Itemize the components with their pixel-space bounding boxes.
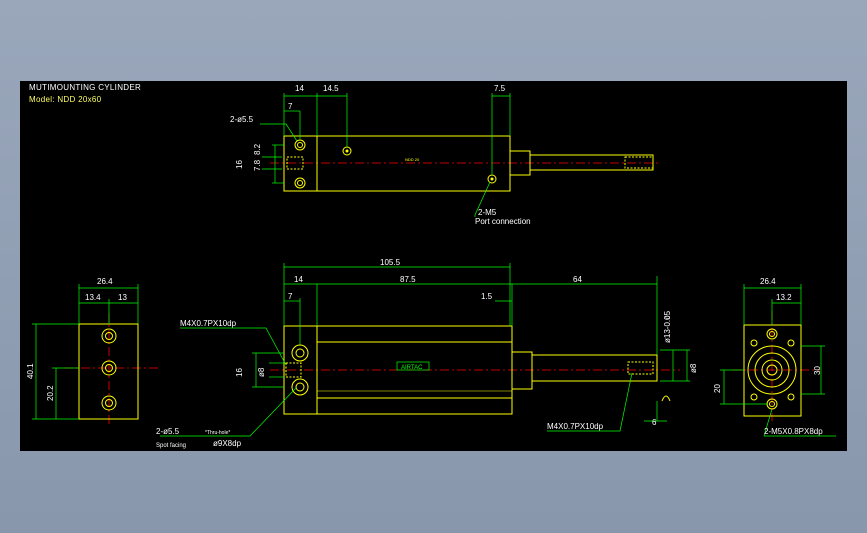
- port-hole-center: [490, 177, 494, 181]
- end-plate-outline: [743, 324, 802, 417]
- end-plate-outline: [78, 323, 139, 420]
- thread-callout: 2-M5X0.8PX8dp: [764, 427, 823, 436]
- drawing-model: Model: NDD 20x60: [29, 95, 102, 104]
- rod-thread: [624, 156, 654, 169]
- dim-7-5: 7.5: [494, 84, 506, 93]
- body-tag: NDD 20: [405, 157, 420, 162]
- dim-height: 30: [813, 366, 822, 375]
- thread-rear: M4X0.7PX10dp: [180, 319, 237, 328]
- dim-7-8: 7.8: [253, 159, 262, 171]
- dim-rod-tol: 0: [666, 315, 672, 319]
- top-view: NDD 20: [230, 84, 660, 226]
- mount-hole: [294, 139, 306, 151]
- dim-16: 16: [235, 160, 244, 169]
- dim-half-b: 13: [118, 293, 127, 302]
- dim-6: 6: [652, 418, 657, 427]
- dim-rod-dia: ø13-0.05: [663, 310, 672, 343]
- rod-thread: [627, 361, 654, 375]
- dim-width: 26.4: [760, 277, 776, 286]
- dim-8-2: 8.2: [253, 143, 262, 155]
- dim-rod-end: ø8: [689, 363, 698, 373]
- drawing-title: MUTIMOUNTING CYLINDER: [29, 83, 142, 92]
- port-callout: 2-M5: [478, 208, 497, 217]
- dim-87-5: 87.5: [400, 275, 416, 284]
- dim-14: 14: [294, 275, 303, 284]
- brand-plate: [396, 361, 430, 371]
- left-end-view: 26.4 13.4 13 40.1 20.2: [26, 277, 158, 426]
- dim-half-height: 20.2: [46, 385, 55, 401]
- hole-callout: 2-ø5.5: [156, 427, 180, 436]
- dim-7: 7: [288, 292, 293, 301]
- thread-front: M4X0.7PX10dp: [547, 422, 604, 431]
- hole-callout: 2-ø5.5: [230, 115, 254, 124]
- dim-7: 7: [288, 102, 293, 111]
- mount-hole-inner: [297, 180, 303, 186]
- dim-half-height: 20: [713, 384, 722, 393]
- port-note: Port connection: [475, 217, 531, 226]
- cylinder-body-outline: [283, 135, 511, 192]
- brand-tag: AIRTAC: [401, 365, 423, 371]
- right-end-view: 26.4 13.2 30 20 2-M5X0.8PX8dp: [713, 277, 836, 437]
- rear-thread: [286, 156, 304, 170]
- dim-64: 64: [573, 275, 582, 284]
- hole-note: *Thru-hole*: [205, 430, 230, 436]
- dim-overall: 105.5: [380, 258, 401, 267]
- dim-width: 26.4: [97, 277, 113, 286]
- dim-16: 16: [235, 368, 244, 377]
- spot-label: Spot facing: [156, 443, 186, 449]
- dim-8: ø8: [257, 367, 266, 377]
- port-hole-center: [345, 149, 349, 153]
- dim-14: 14: [295, 84, 304, 93]
- spot-size: ø9X8dp: [213, 439, 242, 448]
- front-view: AIRTAC: [156, 258, 698, 449]
- dim-14-5: 14.5: [323, 84, 339, 93]
- mount-hole: [294, 177, 306, 189]
- rod-gland: [511, 351, 533, 390]
- rear-thread: [285, 362, 302, 378]
- piston-rod: [531, 354, 658, 382]
- dim-1-5: 1.5: [481, 292, 493, 301]
- mount-hole-inner: [297, 142, 303, 148]
- dim-height: 40.1: [26, 363, 35, 379]
- drawing-sheet[interactable]: MUTIMOUNTING CYLINDER Model: NDD 20x60: [20, 81, 847, 451]
- cad-drawing: NDD 20: [26, 84, 836, 449]
- dim-half: 13.2: [776, 293, 792, 302]
- dim-half-a: 13.4: [85, 293, 101, 302]
